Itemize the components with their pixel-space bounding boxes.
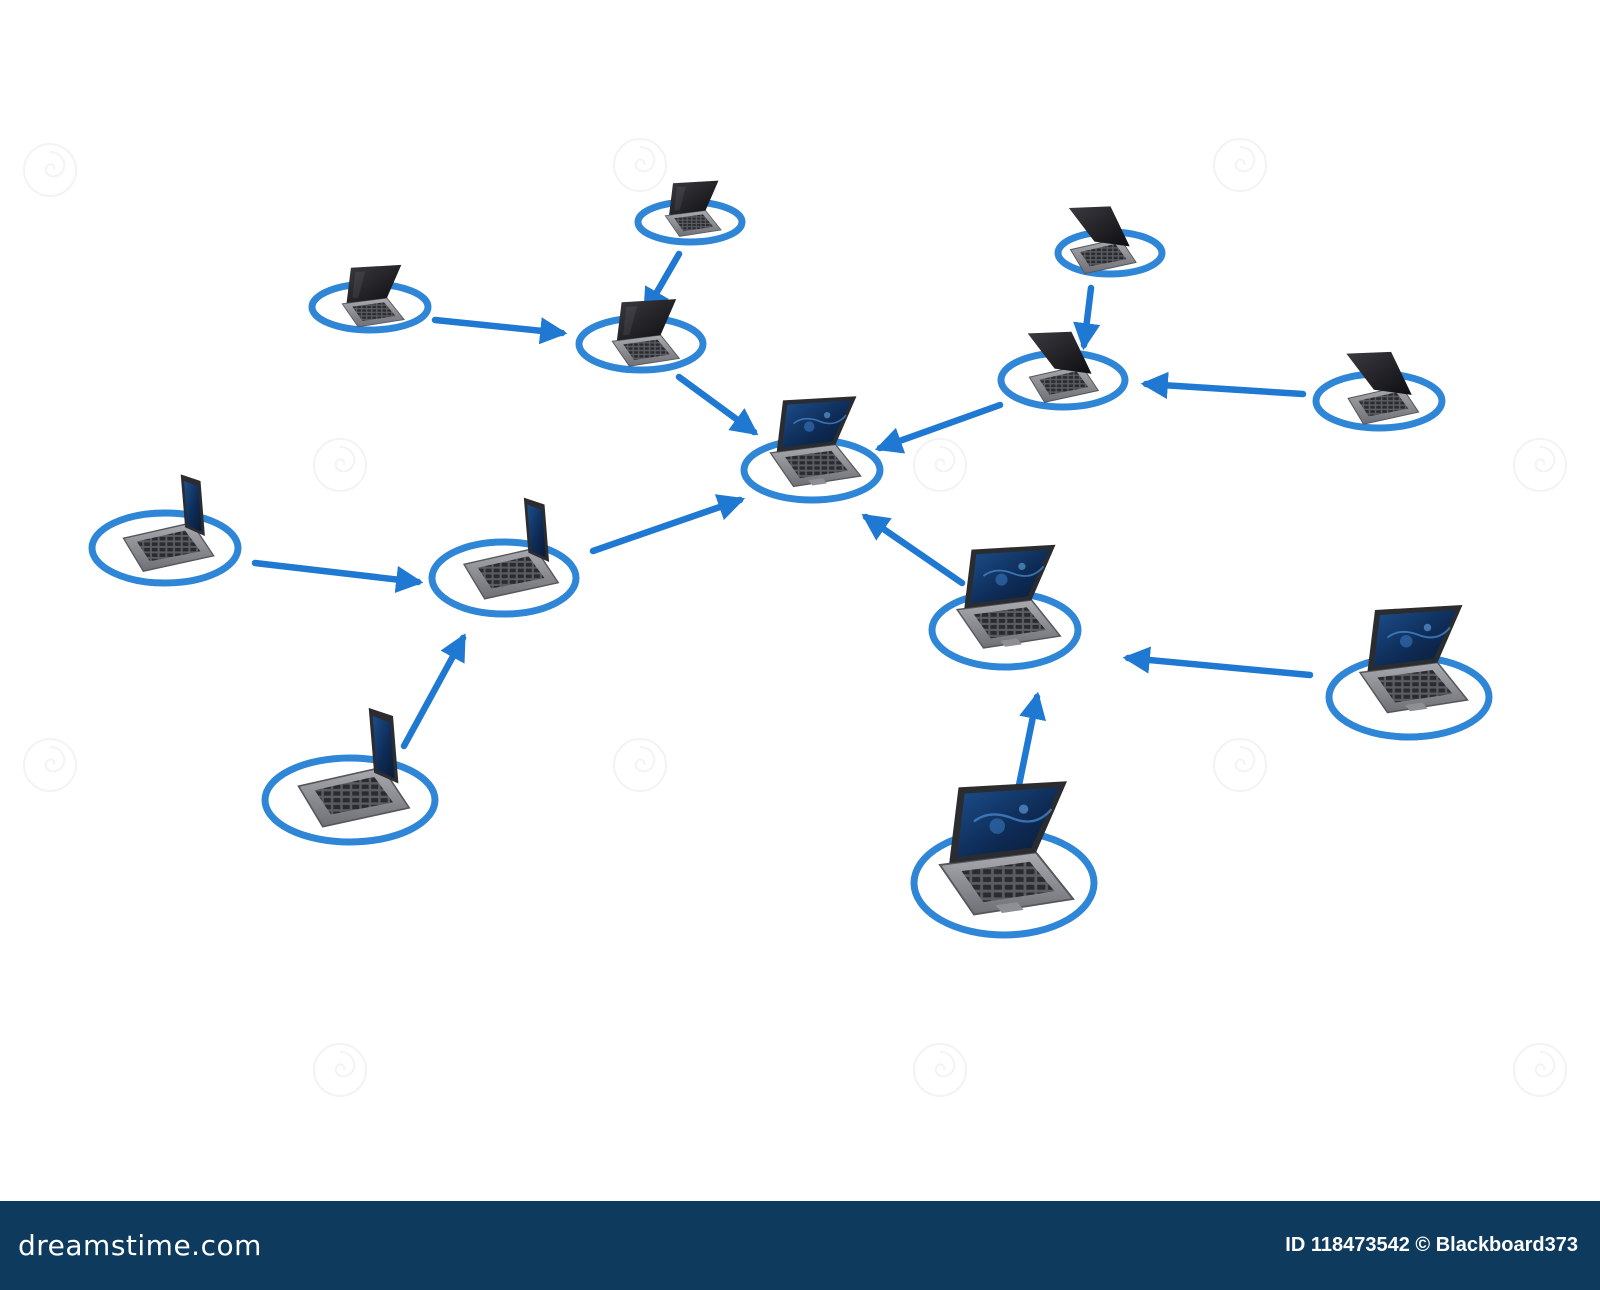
arrow-right-hub bbox=[861, 513, 966, 587]
node-right-leaf bbox=[1325, 603, 1493, 741]
laptop-icon bbox=[938, 780, 1075, 916]
arrow-bottom-left-leaf bbox=[400, 633, 467, 750]
arrow-upper-right-hub bbox=[874, 401, 1004, 454]
node-center-hub bbox=[740, 395, 884, 504]
laptop-icon bbox=[297, 707, 411, 828]
laptop-icon bbox=[122, 473, 215, 572]
laptop-icon bbox=[1358, 603, 1469, 714]
laptop-icon bbox=[1027, 331, 1099, 403]
node-far-right-leaf bbox=[1312, 351, 1446, 432]
laptop-icon bbox=[341, 264, 405, 328]
arrow-upper-left-hub bbox=[675, 373, 759, 436]
node-bottom-left-leaf bbox=[261, 707, 439, 846]
watermark-swirls bbox=[23, 138, 1567, 1097]
node-top-left-leaf bbox=[308, 264, 432, 334]
dreamstime-logo[interactable]: dreamstime.com bbox=[18, 1229, 262, 1262]
node-top-right-leaf bbox=[1054, 205, 1166, 278]
node-right-hub bbox=[928, 543, 1082, 671]
node-bottom-leaf bbox=[910, 780, 1098, 939]
node-upper-left-hub bbox=[575, 298, 707, 374]
arrow-left-leaf bbox=[251, 559, 424, 594]
node-top-leaf bbox=[634, 180, 746, 246]
footer-bar: dreamstime.com ID 118473542 © Blackboard… bbox=[0, 1201, 1600, 1290]
laptop-icon bbox=[611, 298, 680, 367]
image-credit: ID 118473542 © Blackboard373 bbox=[1285, 1234, 1578, 1256]
node-left-hub bbox=[428, 496, 580, 618]
arrow-bottom-leaf bbox=[1014, 691, 1047, 794]
arrow-top-left-leaf bbox=[431, 316, 568, 345]
network-illustration bbox=[23, 138, 1567, 1097]
arrow-left-hub bbox=[589, 494, 746, 555]
connection-arrows bbox=[251, 250, 1314, 794]
arrow-far-right-leaf bbox=[1140, 371, 1307, 400]
laptop-icon bbox=[463, 496, 560, 600]
node-left-leaf bbox=[88, 473, 242, 587]
arrow-right-leaf bbox=[1122, 646, 1314, 679]
arrow-top-right-leaf bbox=[1073, 284, 1101, 351]
laptop-icon bbox=[1068, 205, 1137, 275]
node-upper-right-hub bbox=[997, 331, 1129, 411]
laptop-icon bbox=[664, 180, 722, 238]
laptop-icon bbox=[1345, 351, 1420, 425]
network-nodes bbox=[88, 180, 1493, 939]
